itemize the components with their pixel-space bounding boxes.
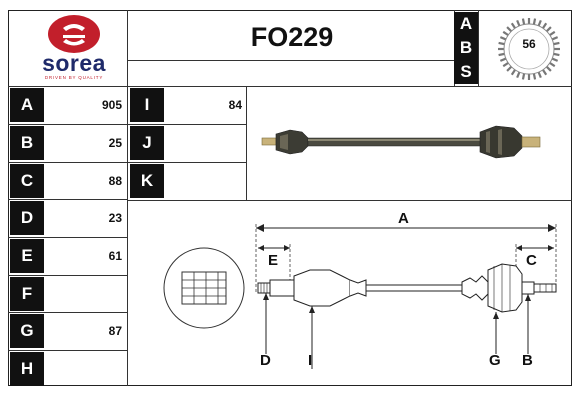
dim-label-c: C <box>526 252 537 269</box>
divider <box>8 237 128 238</box>
divider <box>8 199 128 200</box>
spec-label-f: F <box>10 277 44 311</box>
divider <box>8 275 128 276</box>
divider <box>8 162 128 163</box>
spec-label-g: G <box>10 314 44 348</box>
sorea-logo-icon <box>48 15 100 53</box>
spec-label-c: C <box>10 164 44 198</box>
spec-label-i: I <box>130 88 164 122</box>
divider <box>478 10 479 86</box>
divider <box>246 86 247 200</box>
spec-value-b: 25 <box>108 136 122 150</box>
abs-ring-gear-icon <box>498 18 560 80</box>
abs-letter-b: B <box>454 36 478 60</box>
sheet-frame <box>8 10 572 386</box>
brand-tagline: DRIVEN BY QUALITY <box>44 75 104 80</box>
abs-letter-a: A <box>454 12 478 36</box>
abs-teeth-count: 56 <box>522 37 536 51</box>
spec-label-e: E <box>10 239 44 273</box>
divider <box>127 200 572 201</box>
divider <box>127 10 128 386</box>
spec-value-e: 61 <box>108 249 122 263</box>
spec-value-g: 87 <box>108 324 122 338</box>
divider <box>8 350 128 351</box>
spec-label-d: D <box>10 201 44 235</box>
abs-letter-s: S <box>454 60 478 84</box>
spec-label-j: J <box>130 126 164 160</box>
dim-label-b: B <box>522 352 533 369</box>
dimension-diagram <box>163 224 557 369</box>
dim-label-g: G <box>489 352 501 369</box>
spec-label-b: B <box>10 126 44 160</box>
spec-label-h: H <box>10 352 44 386</box>
dim-label-d: D <box>260 352 271 369</box>
spec-label-a: A <box>10 88 44 122</box>
brand-name: sorea <box>42 50 106 76</box>
spec-label-k: K <box>130 164 164 198</box>
spec-value-a: 905 <box>101 98 122 112</box>
divider <box>8 86 572 87</box>
divider <box>8 312 128 313</box>
spec-value-d: 23 <box>108 211 122 225</box>
spec-value-i: 84 <box>228 98 242 112</box>
dim-label-e: E <box>268 252 279 269</box>
divider <box>128 124 246 125</box>
dim-label-i: I <box>308 352 313 369</box>
divider <box>127 60 454 61</box>
product-code: FO229 <box>250 21 334 52</box>
spec-value-c: 88 <box>108 174 122 188</box>
divider <box>128 162 246 163</box>
divider <box>8 124 128 125</box>
driveshaft-photo <box>261 125 541 159</box>
dim-label-a: A <box>398 210 409 227</box>
